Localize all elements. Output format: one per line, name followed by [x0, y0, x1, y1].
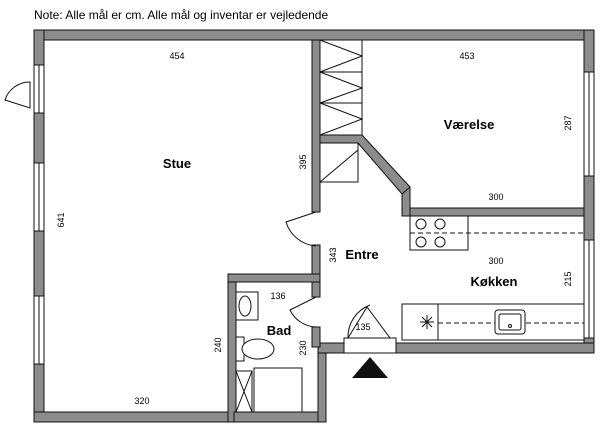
balcony-door [4, 81, 31, 109]
room-labels: Stue Værelse Entre Køkken Bad [163, 117, 518, 338]
doors [285, 211, 397, 378]
bottom-wall-mid [233, 411, 327, 423]
toilet [235, 336, 275, 362]
shower [253, 367, 303, 413]
window-right-top [583, 71, 595, 177]
window-right-low [583, 239, 595, 339]
dim-entre-343: 343 [328, 247, 338, 262]
dim-entrance: 135 [355, 322, 370, 332]
room-label-entre: Entre [345, 247, 378, 262]
entrance-door [343, 304, 397, 354]
dim-vaerelse-bottom: 300 [488, 192, 503, 202]
kitchen-units [401, 215, 585, 341]
window-left-low [33, 295, 45, 365]
dim-stue-height: 641 [56, 212, 66, 227]
dim-vaerelse-width: 453 [459, 51, 474, 61]
bathroom-fixtures [235, 291, 303, 413]
dim-vaerelse-height: 287 [563, 115, 573, 130]
dim-koekken-width: 300 [488, 256, 503, 266]
stue-wall-upper [311, 39, 321, 213]
dim-stue-bottom: 320 [134, 396, 149, 406]
dimension-labels: 454 453 300 300 320 136 135 641 395 343 … [56, 51, 573, 406]
stue-wall-lower [311, 244, 321, 275]
entrance-arrow-icon [352, 357, 388, 378]
dim-bad-left: 240 [213, 337, 223, 352]
bottom-wall-right [317, 342, 595, 354]
kitchen-sink [494, 309, 526, 335]
kitchen-top-wall [401, 207, 585, 217]
room-label-bad: Bad [267, 323, 292, 338]
dim-stue-width: 454 [169, 51, 184, 61]
dim-bad-height: 230 [298, 340, 308, 355]
washing-machine [235, 370, 253, 413]
dim-koekken-height: 215 [563, 271, 573, 286]
entre-closet [319, 142, 359, 183]
bath-left-wall [227, 273, 237, 423]
top-wall [33, 29, 595, 41]
room-label-koekken: Køkken [471, 274, 518, 289]
room-label-stue: Stue [163, 156, 191, 171]
window-left-top [33, 64, 45, 114]
bath-wall-lower [311, 326, 321, 348]
stue-door [285, 211, 317, 247]
dim-wall-395: 395 [298, 154, 308, 169]
room-label-vaerelse: Værelse [444, 117, 495, 132]
fridge-icon [420, 315, 434, 329]
bath-door [289, 296, 317, 328]
window-left-mid [33, 162, 45, 232]
bath-right-outer-wall [317, 342, 327, 423]
windows [33, 64, 595, 365]
bath-top-wall [227, 273, 321, 283]
bottom-wall-left [33, 411, 235, 423]
note-text: Note: Alle mål er cm. Alle mål og invent… [34, 8, 328, 22]
wardrobe [319, 39, 364, 136]
bathroom-sink [235, 291, 259, 321]
bath-wall-upper [311, 281, 321, 298]
dim-bad-width: 136 [270, 291, 285, 301]
